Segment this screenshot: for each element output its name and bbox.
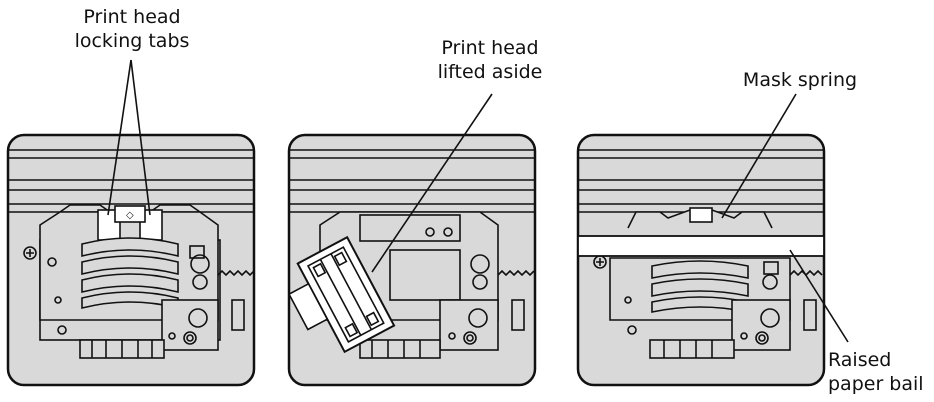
panel-locking-tabs: ◇ [6,59,256,387]
callout-mask-spring-line1: Mask spring [742,69,858,91]
callout-raised-paper-bail-line1: Raised [828,349,892,371]
callout-print-head-lifted: Print head lifted aside [415,36,565,84]
callout-print-head-lifted-line1: Print head [441,37,539,59]
panel-print-head-lifted [287,93,537,387]
callout-raised-paper-bail: Raised paper bail [828,348,932,396]
callout-locking-tabs-line1: Print head [83,6,181,28]
callout-mask-spring: Mask spring [725,68,875,92]
svg-text:◇: ◇ [126,210,134,221]
callout-raised-paper-bail-line2: paper bail [828,373,924,395]
callout-locking-tabs-line2: locking tabs [74,30,190,52]
panel-paper-bail [576,93,849,387]
callout-print-head-lifted-line2: lifted aside [437,61,543,83]
callout-locking-tabs: Print head locking tabs [51,5,213,53]
